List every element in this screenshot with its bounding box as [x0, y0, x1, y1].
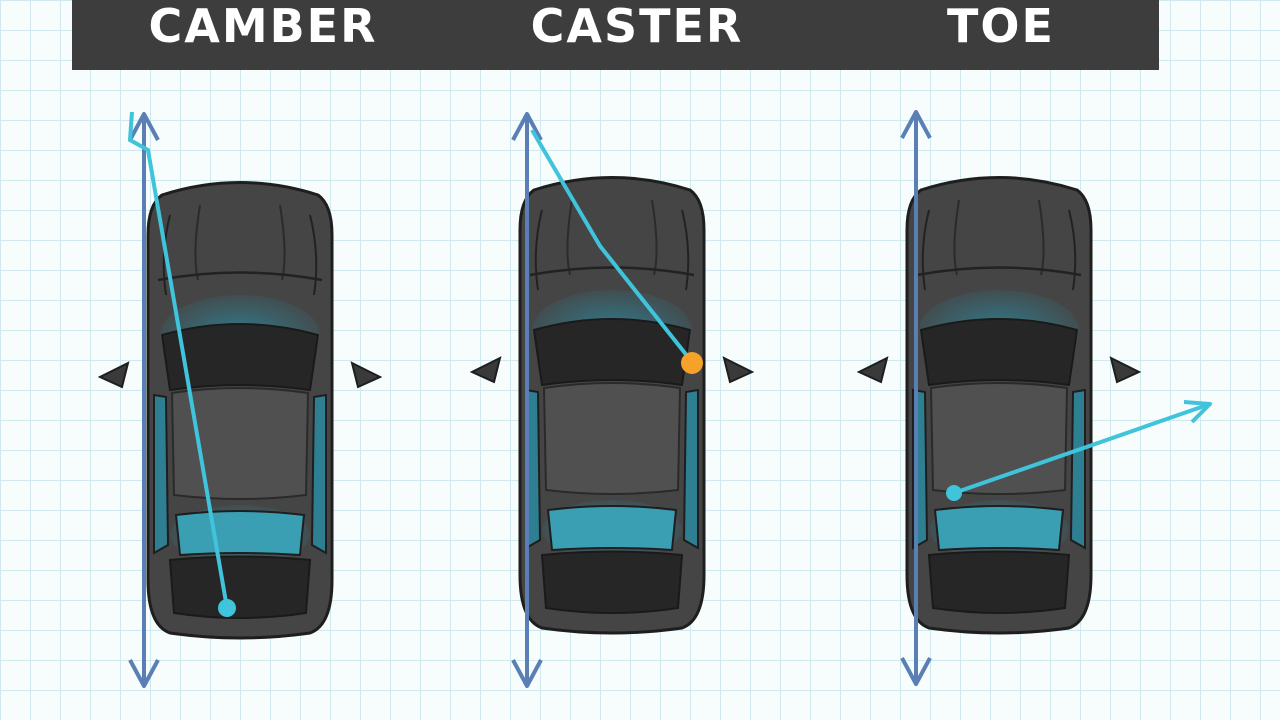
caster-title: CASTER: [530, 0, 744, 53]
title-bar: CAMBER CASTER TOE: [72, 0, 1159, 70]
toe-arrowhead-icon: [1183, 400, 1212, 424]
toe-car-icon: [857, 176, 1141, 635]
toe-angle-line: [953, 402, 1211, 495]
camber-point: [218, 599, 236, 617]
caster-angle-line: [530, 128, 694, 364]
camber-title: CAMBER: [148, 0, 378, 53]
toe-point: [946, 485, 962, 501]
toe-title: TOE: [947, 0, 1055, 53]
caster-car-icon: [470, 176, 754, 635]
caster-pivot-point: [681, 352, 703, 374]
camber-angle-line: [127, 111, 229, 609]
